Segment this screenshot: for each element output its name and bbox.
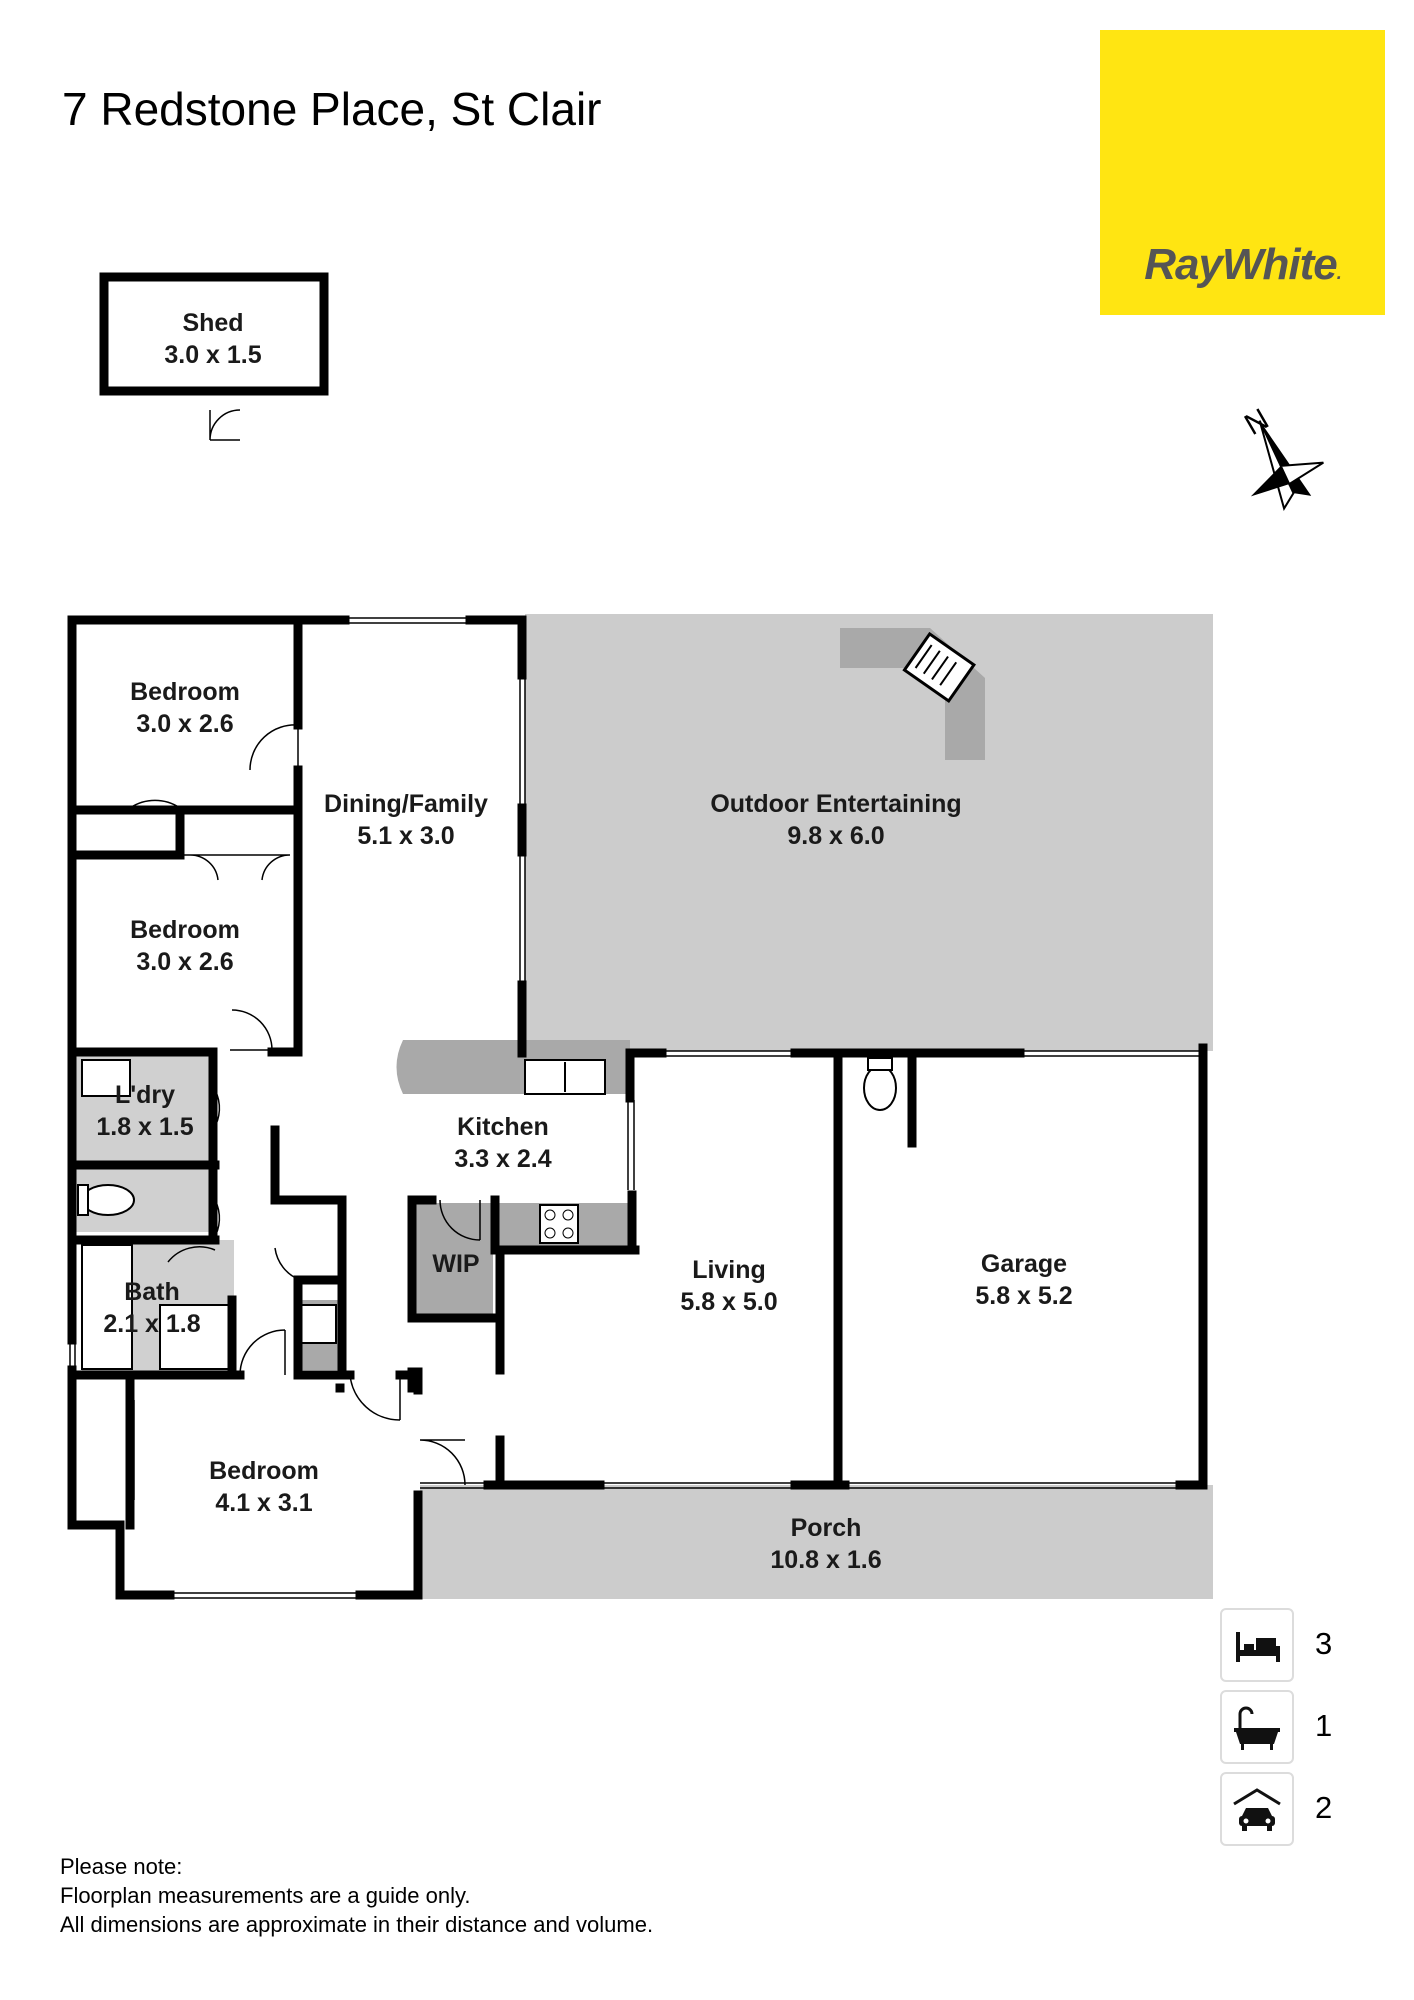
north-arrow-icon: N xyxy=(1239,403,1324,512)
bbq-grill-icon xyxy=(902,631,977,704)
note-line-1: Floorplan measurements are a guide only. xyxy=(60,1883,471,1908)
room-name-laundry: L'dry xyxy=(115,1081,175,1109)
room-size-bedroom2: 3.0 x 2.6 xyxy=(136,948,233,976)
room-size-garage: 5.8 x 5.2 xyxy=(975,1282,1072,1310)
room-size-laundry: 1.8 x 1.5 xyxy=(96,1113,193,1141)
room-size-porch: 10.8 x 1.6 xyxy=(770,1546,881,1574)
windows xyxy=(69,617,1203,1599)
room-size-dining: 5.1 x 3.0 xyxy=(357,822,454,850)
room-name-dining: Dining/Family xyxy=(324,790,488,818)
shower-icon xyxy=(159,1304,233,1370)
room-name-shed: Shed xyxy=(182,309,243,337)
laundry-tub-icon xyxy=(81,1059,131,1097)
bath-icon xyxy=(1220,1690,1294,1764)
room-size-bedroom3: 4.1 x 3.1 xyxy=(215,1489,312,1517)
agency-logo-text: RayWhite. xyxy=(1144,240,1342,289)
room-name-porch: Porch xyxy=(791,1514,862,1542)
room-name-bath: Bath xyxy=(124,1278,180,1306)
room-name-outdoor: Outdoor Entertaining xyxy=(710,790,961,818)
note-line-2: All dimensions are approximate in their … xyxy=(60,1912,654,1937)
listing-address: 7 Redstone Place, St Clair xyxy=(62,83,602,135)
doors xyxy=(72,409,481,1486)
garage-toilet-icon xyxy=(863,1065,897,1111)
shed-walls xyxy=(99,272,329,396)
room-name-bedroom2: Bedroom xyxy=(130,916,240,944)
agency-logo: RayWhite. xyxy=(1100,30,1385,315)
vanity-basin-icon xyxy=(299,1304,337,1344)
toilet-icon xyxy=(81,1184,135,1216)
room-size-bedroom1: 3.0 x 2.6 xyxy=(136,710,233,738)
parking-count: 2 xyxy=(1315,1790,1333,1825)
room-name-bedroom3: Bedroom xyxy=(209,1457,319,1485)
room-size-living: 5.8 x 5.0 xyxy=(680,1288,777,1316)
room-name-garage: Garage xyxy=(981,1250,1067,1278)
disclaimer-note: Please note: Floorplan measurements are … xyxy=(60,1852,653,1939)
outdoor-entertaining-area xyxy=(525,614,1213,1051)
car-icon xyxy=(1220,1772,1294,1846)
bed-icon xyxy=(1220,1608,1294,1682)
note-heading: Please note: xyxy=(60,1854,183,1879)
bathtub-icon xyxy=(81,1244,133,1370)
room-name-living: Living xyxy=(692,1256,766,1284)
room-name-wip: WIP xyxy=(432,1250,479,1278)
room-size-bath: 2.1 x 1.8 xyxy=(103,1310,200,1338)
bedroom-count: 3 xyxy=(1315,1626,1333,1661)
room-labels: Shed 3.0 x 1.5 Bedroom 3.0 x 2.6 Bedroom… xyxy=(96,309,1072,1574)
bathroom-count: 1 xyxy=(1315,1708,1333,1743)
room-size-shed: 3.0 x 1.5 xyxy=(164,341,261,369)
room-name-kitchen: Kitchen xyxy=(457,1113,549,1141)
cooktop-icon xyxy=(539,1204,579,1244)
room-size-outdoor: 9.8 x 6.0 xyxy=(787,822,884,850)
walls xyxy=(67,272,1208,1600)
porch-area xyxy=(420,1485,1213,1599)
room-name-bedroom1: Bedroom xyxy=(130,678,240,706)
room-size-kitchen: 3.3 x 2.4 xyxy=(454,1145,551,1173)
